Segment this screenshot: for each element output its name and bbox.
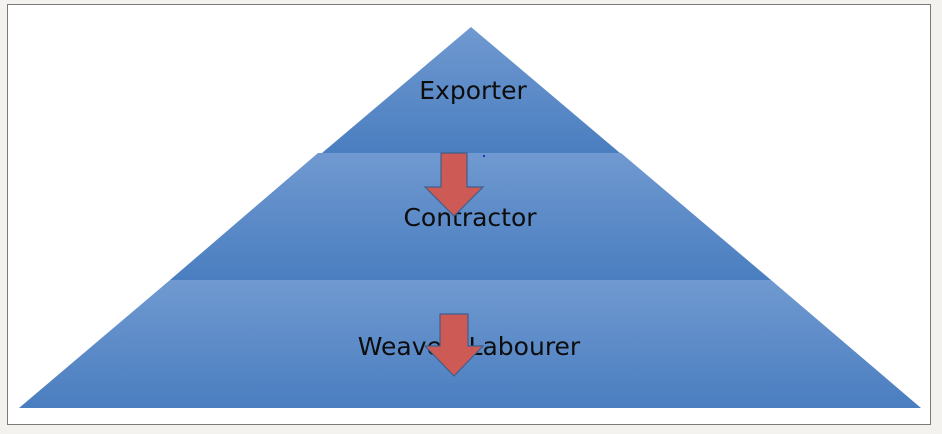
pyramid-tier-contractor (170, 153, 771, 280)
level-label-contractor: Contractor (403, 203, 537, 232)
down-arrow-icon (423, 152, 485, 217)
level-label-exporter: Exporter (419, 76, 527, 105)
stray-dot (483, 155, 485, 157)
down-arrow-icon (423, 313, 485, 377)
pyramid-tier-weaver (19, 280, 921, 408)
pyramid-tier-exporter (322, 27, 620, 153)
